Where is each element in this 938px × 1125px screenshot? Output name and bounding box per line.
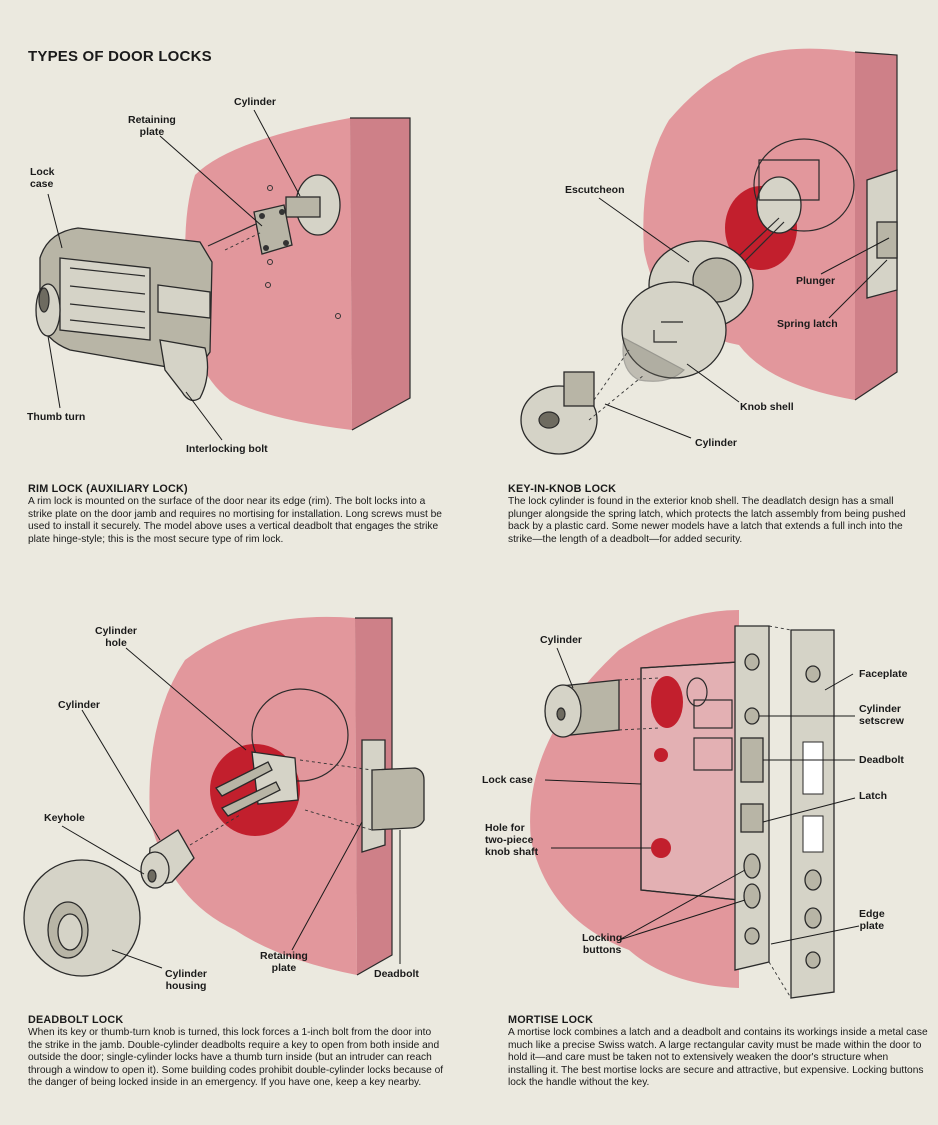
rim-lock-caption: RIM LOCK (AUXILIARY LOCK) A rim lock is … <box>28 483 448 546</box>
mortise-body: A mortise lock combines a latch and a de… <box>508 1027 928 1089</box>
key-in-knob-illustration <box>520 48 898 455</box>
label-retaining-plate: Retaining plate <box>128 114 176 138</box>
deadbolt-heading: DEADBOLT LOCK <box>28 1014 124 1026</box>
mortise-caption: MORTISE LOCK A mortise lock combines a l… <box>508 1014 928 1089</box>
deadbolt-caption: DEADBOLT LOCK When its key or thumb-turn… <box>28 1014 448 1089</box>
label-cylinder: Cylinder <box>695 437 738 449</box>
label-deadbolt: Deadbolt <box>859 754 904 766</box>
deadbolt-illustration <box>23 616 425 977</box>
rim-lock-illustration <box>35 109 411 441</box>
key-in-knob-caption: KEY-IN-KNOB LOCK The lock cylinder is fo… <box>508 483 928 546</box>
label-cylinder-setscrew: Cylinder setscrew <box>859 703 904 727</box>
key-in-knob-body: The lock cylinder is found in the exteri… <box>508 496 906 545</box>
label-plunger: Plunger <box>796 275 836 287</box>
label-cylinder: Cylinder <box>234 96 277 108</box>
label-lock-case: Lock case <box>482 774 533 786</box>
label-cylinder-housing: Cylinder housing <box>165 968 208 992</box>
mortise-illustration <box>530 610 860 999</box>
label-edge-plate: Edge plate <box>859 908 885 932</box>
label-cylinder-hole: Cylinder hole <box>95 625 138 649</box>
label-latch: Latch <box>859 790 888 802</box>
label-cylinder: Cylinder <box>58 699 101 711</box>
label-thumb-turn: Thumb turn <box>27 411 86 423</box>
rim-lock-body: A rim lock is mounted on the surface of … <box>28 496 442 545</box>
label-hole-for-shaft: Hole for two-piece knob shaft <box>485 822 539 858</box>
rim-lock-panel: Cylinder Retaining plate Lock case Thumb… <box>0 0 469 470</box>
page-title: TYPES OF DOOR LOCKS <box>28 48 212 65</box>
label-knob-shell: Knob shell <box>740 401 794 413</box>
label-spring-latch: Spring latch <box>777 318 838 330</box>
label-faceplate: Faceplate <box>859 668 908 680</box>
label-interlocking-bolt: Interlocking bolt <box>186 443 268 455</box>
key-in-knob-panel: Escutcheon Plunger Spring latch Knob she… <box>469 0 938 470</box>
rim-lock-heading: RIM LOCK (AUXILIARY LOCK) <box>28 483 188 495</box>
deadbolt-panel: Cylinder hole Cylinder Keyhole Retaining… <box>0 590 469 1010</box>
mortise-panel: Cylinder Faceplate Cylinder setscrew Dea… <box>469 590 938 1010</box>
label-cylinder: Cylinder <box>540 634 583 646</box>
label-deadbolt: Deadbolt <box>374 968 419 980</box>
label-keyhole: Keyhole <box>44 812 85 824</box>
label-locking-buttons: Locking buttons <box>582 932 623 956</box>
label-retaining-plate: Retaining plate <box>260 950 308 974</box>
label-lock-case: Lock case <box>30 166 55 190</box>
label-escutcheon: Escutcheon <box>565 184 625 196</box>
deadbolt-body: When its key or thumb-turn knob is turne… <box>28 1027 444 1089</box>
mortise-heading: MORTISE LOCK <box>508 1014 594 1026</box>
key-in-knob-heading: KEY-IN-KNOB LOCK <box>508 483 617 495</box>
